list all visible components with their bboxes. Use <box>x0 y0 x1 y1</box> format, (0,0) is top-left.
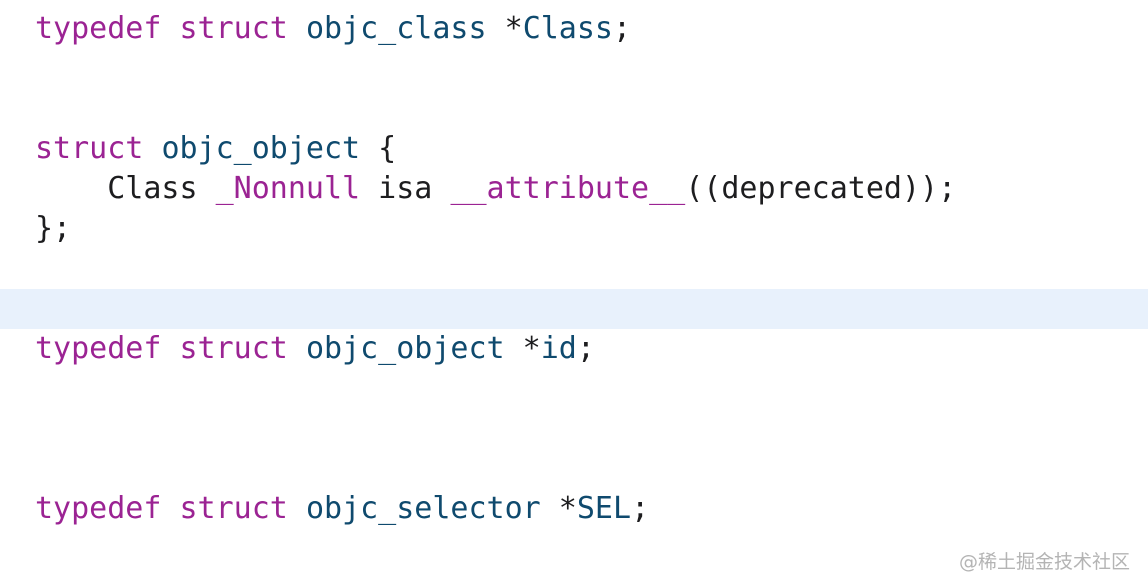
code-line-1[interactable]: typedef struct objc_class *Class; <box>35 9 631 49</box>
keyword-typedef: typedef <box>35 331 162 366</box>
pointer-symbol: * <box>486 11 523 46</box>
keyword-struct: struct <box>179 11 288 46</box>
close-brace: }; <box>35 211 72 246</box>
pointer-symbol: * <box>540 491 577 526</box>
current-line-highlight <box>0 289 1148 329</box>
type-name: objc_class <box>305 11 487 46</box>
type-name: objc_selector <box>305 491 541 526</box>
keyword-attribute: __attribute__ <box>450 171 686 206</box>
code-line-3[interactable]: Class _Nonnull isa __attribute__((deprec… <box>35 169 956 209</box>
keyword-struct: struct <box>35 131 144 166</box>
watermark: @稀土掘金技术社区 <box>958 551 1130 573</box>
alias-name: SEL <box>576 491 632 526</box>
semicolon: ; <box>613 11 632 46</box>
keyword-struct: struct <box>179 331 288 366</box>
code-line-5[interactable]: typedef struct objc_object *id; <box>35 329 595 369</box>
code-line-4[interactable]: }; <box>35 209 71 249</box>
semicolon: ; <box>631 491 650 526</box>
type-name: objc_object <box>161 131 361 166</box>
type-name: objc_object <box>305 331 505 366</box>
code-line-2[interactable]: struct objc_object { <box>35 129 396 169</box>
alias-name: id <box>540 331 577 366</box>
member-type: Class <box>35 171 216 206</box>
keyword-nonnull: _Nonnull <box>215 171 361 206</box>
member-name: isa <box>360 171 451 206</box>
keyword-typedef: typedef <box>35 491 162 526</box>
attribute-args: ((deprecated)); <box>685 171 957 206</box>
keyword-typedef: typedef <box>35 11 162 46</box>
keyword-struct: struct <box>179 491 288 526</box>
open-brace: { <box>360 131 397 166</box>
pointer-symbol: * <box>504 331 541 366</box>
alias-name: Class <box>522 11 613 46</box>
code-line-6[interactable]: typedef struct objc_selector *SEL; <box>35 489 649 529</box>
semicolon: ; <box>576 331 595 366</box>
